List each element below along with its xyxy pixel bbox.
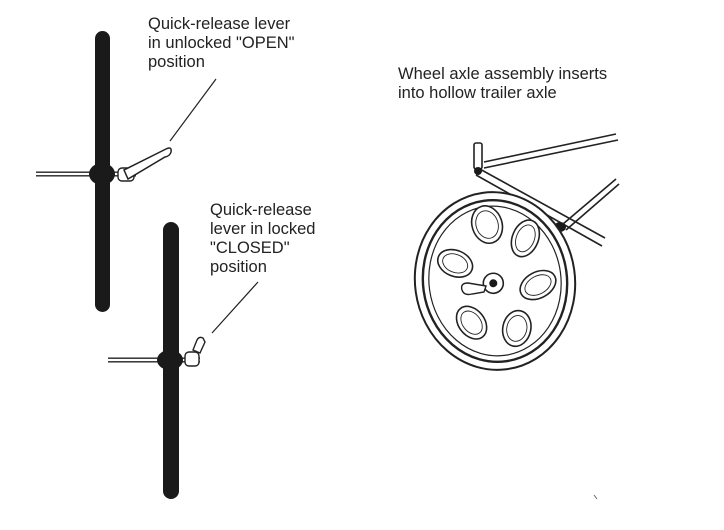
- wheel-open-lever: [36, 31, 172, 312]
- callout-closed-lever: Quick-release lever in locked "CLOSED" p…: [210, 201, 315, 277]
- hub-open: [89, 163, 115, 185]
- hub-closed: [157, 350, 183, 370]
- callout-axle-line-2: into hollow trailer axle: [398, 84, 557, 102]
- wheel-closed-lever: [108, 222, 206, 499]
- trailer-quick-release-lever: [460, 282, 487, 296]
- callout-open-lever: Quick-release lever in unlocked "OPEN" p…: [148, 15, 295, 72]
- callout-closed-line-3: "CLOSED": [210, 239, 290, 257]
- leader-line-closed: [211, 281, 259, 334]
- callout-open-line-3: position: [148, 53, 205, 71]
- callout-open-line-1: Quick-release lever: [148, 15, 291, 33]
- trailer-wheel: [413, 191, 577, 371]
- trailer-frame: [473, 133, 620, 247]
- callout-closed-line-1: Quick-release: [210, 201, 312, 219]
- callout-axle-line-1: Wheel axle assembly inserts: [398, 65, 608, 83]
- callout-open-line-2: in unlocked "OPEN": [148, 34, 295, 52]
- quick-release-lever-closed: [192, 336, 206, 354]
- quick-release-lever-open: [123, 147, 172, 181]
- callout-closed-line-2: lever in locked: [210, 220, 316, 238]
- leader-line-open: [169, 78, 217, 142]
- callout-closed-line-4: position: [210, 258, 267, 276]
- callout-axle-insert: Wheel axle assembly inserts into hollow …: [398, 65, 607, 103]
